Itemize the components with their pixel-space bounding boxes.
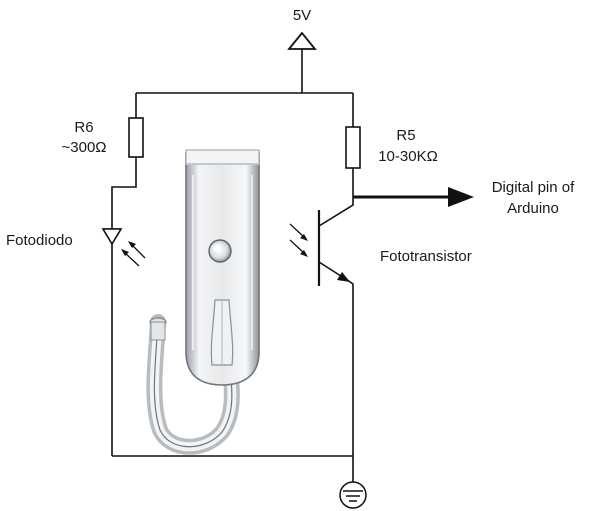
phototransistor-label: Fototransistor	[380, 248, 472, 265]
photodiode-light-arrows-icon	[121, 241, 146, 267]
supply-label: 5V	[293, 7, 311, 24]
photodiode-label: Fotodiodo	[6, 232, 73, 249]
glass-tube-illustration	[146, 149, 260, 455]
output-label-line2: Arduino	[507, 200, 559, 217]
ground-icon	[339, 456, 367, 509]
supply-symbol	[287, 31, 317, 93]
phototransistor-light-arrows-icon	[289, 223, 308, 257]
r6-value-label: ~300Ω	[62, 139, 107, 156]
phototransistor-symbol	[317, 197, 354, 456]
r6-name-label: R6	[74, 119, 93, 136]
r5-name-label: R5	[396, 127, 415, 144]
output-label-line1: Digital pin of	[492, 179, 575, 196]
r5-value-label: 10-30KΩ	[378, 148, 438, 165]
photodiode-symbol	[101, 228, 123, 456]
r5-resistor	[345, 93, 361, 197]
r6-resistor	[111, 93, 144, 229]
output-arrow	[353, 187, 474, 207]
